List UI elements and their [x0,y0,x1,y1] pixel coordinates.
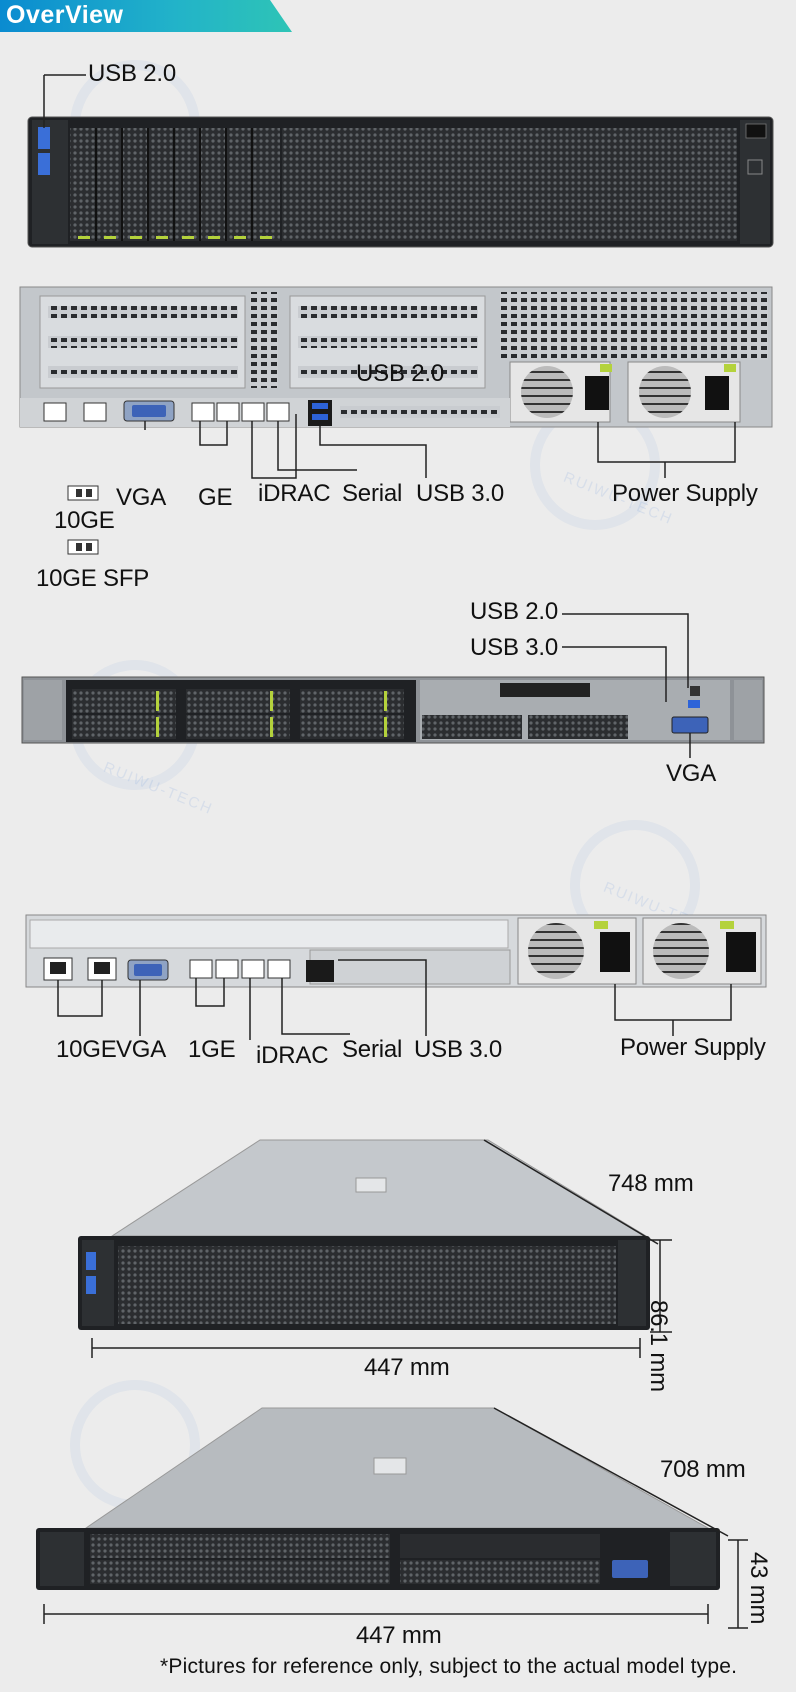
10ge-label-1u-rear: 10GE [56,1036,117,1063]
usb3-label-1u-rear: USB 3.0 [414,1036,502,1063]
10ge-sfp-label: 10GE SFP [36,565,150,592]
footer-note: *Pictures for reference only, subject to… [160,1655,738,1678]
serial-label: Serial [342,480,403,507]
server-2u-rear [19,286,773,555]
server-2u-front [27,74,774,248]
power-supply-label-1u-rear: Power Supply [620,1034,766,1061]
idrac-label-1u-rear: iDRAC [256,1042,329,1069]
overview-banner: OverView [0,0,292,32]
ge-label: GE [198,484,233,511]
depth-dimension-2u: 748 mm [608,1170,694,1197]
height-dimension-1u: 43 mm [745,1552,772,1625]
server-1u-front [21,613,765,758]
vga-label-1u-rear: VGA [116,1036,167,1063]
serial-label-1u-rear: Serial [342,1036,403,1063]
10ge-label: 10GE [54,507,115,534]
usb2-label: USB 2.0 [88,60,176,87]
vga-label: VGA [116,484,167,511]
height-dimension-2u: 86.1 mm [645,1300,672,1392]
server-2u-perspective [78,1139,672,1358]
depth-dimension-1u: 708 mm [660,1456,746,1483]
server-1u-perspective [36,1407,748,1629]
usb2-label-1u: USB 2.0 [470,598,558,625]
vga-label-1u: VGA [666,760,717,787]
idrac-label: iDRAC [258,480,331,507]
width-dimension-2u: 447 mm [364,1354,450,1381]
banner-title: OverView [6,1,124,29]
usb2-overlay-label: USB 2.0 [356,360,444,387]
1ge-label: 1GE [188,1036,236,1063]
usb3-label: USB 3.0 [416,480,504,507]
power-supply-label: Power Supply [612,480,758,507]
width-dimension-1u: 447 mm [356,1622,442,1649]
usb3-label-1u: USB 3.0 [470,634,558,661]
server-1u-rear [25,914,767,1040]
